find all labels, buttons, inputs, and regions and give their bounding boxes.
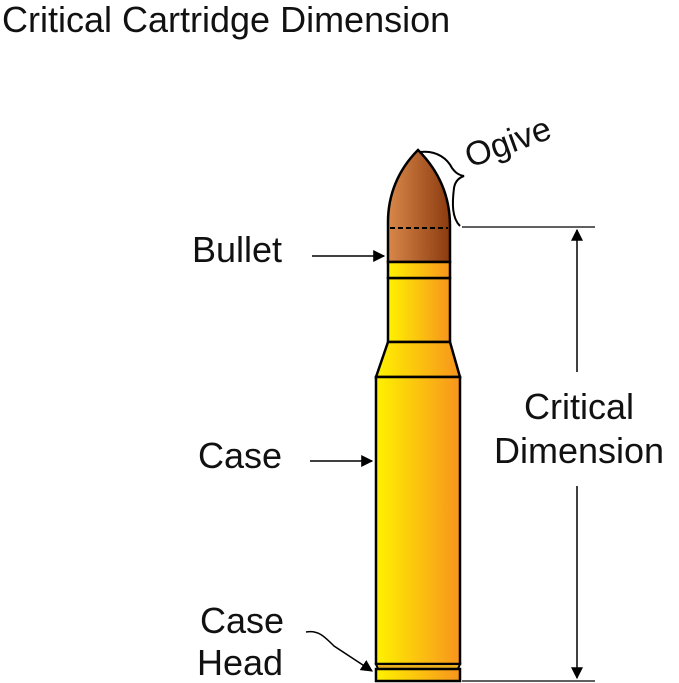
case-neck [386, 276, 452, 344]
case-shoulder [374, 340, 462, 379]
case-head-arrow [305, 630, 374, 672]
critical-dimension-label-line1: Critical [524, 386, 634, 427]
diagram-title: Critical Cartridge Dimension [2, 0, 450, 40]
bullet-label: Bullet [192, 229, 282, 270]
case-head-label-line2: Head [197, 642, 283, 683]
case-label: Case [198, 435, 282, 476]
critical-dimension-label-line2: Dimension [494, 430, 664, 471]
ogive-label: Ogive [460, 109, 556, 175]
case-body [374, 375, 462, 666]
bullet-shape [386, 148, 452, 264]
case-head-label-line1: Case [200, 600, 284, 641]
ogive-brace [419, 150, 465, 227]
case-rim [374, 667, 462, 683]
case-mouth [386, 260, 452, 280]
